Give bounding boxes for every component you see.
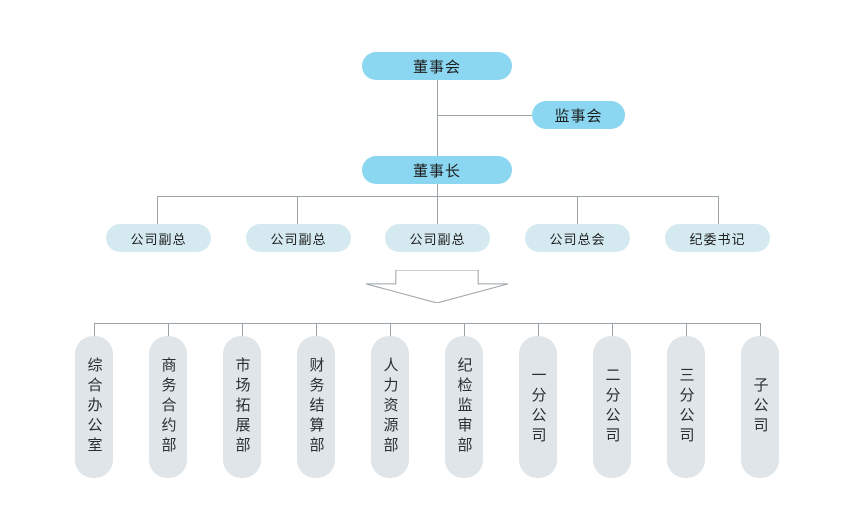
connector-dept-drop-10 xyxy=(760,323,761,336)
node-label: 公司副总 xyxy=(130,232,187,248)
dept-box[interactable]: 综合办公室 xyxy=(75,336,113,478)
connector-dept-drop-5 xyxy=(390,323,391,336)
connector-board-to-chairman-stem xyxy=(437,80,438,156)
primary-node[interactable]: 董事会 xyxy=(362,52,512,80)
dept-box-label: 二分公司 xyxy=(603,367,622,447)
node-label: 公司副总 xyxy=(270,232,327,248)
exec-node[interactable]: 纪委书记 xyxy=(665,224,770,252)
dept-box-label: 子公司 xyxy=(751,377,770,437)
dept-box-label: 市场拓展部 xyxy=(233,357,252,457)
connector-dept-drop-9 xyxy=(686,323,687,336)
dept-box[interactable]: 一分公司 xyxy=(519,336,557,478)
exec-node[interactable]: 公司副总 xyxy=(246,224,351,252)
primary-node[interactable]: 监事会 xyxy=(532,101,625,129)
dept-box[interactable]: 纪检监审部 xyxy=(445,336,483,478)
connector-exec-drop-4 xyxy=(577,196,578,224)
dept-box[interactable]: 财务结算部 xyxy=(297,336,335,478)
node-label: 公司副总 xyxy=(409,232,466,248)
connector-dept-bus xyxy=(94,323,760,324)
connector-dept-drop-2 xyxy=(168,323,169,336)
dept-box-label: 三分公司 xyxy=(677,367,696,447)
connector-chairman-down-stem xyxy=(437,184,438,196)
dept-box[interactable]: 市场拓展部 xyxy=(223,336,261,478)
exec-node[interactable]: 公司副总 xyxy=(106,224,211,252)
dept-box-label: 商务合约部 xyxy=(159,357,178,457)
dept-box[interactable]: 人力资源部 xyxy=(371,336,409,478)
dept-box[interactable]: 二分公司 xyxy=(593,336,631,478)
connector-exec-drop-5 xyxy=(718,196,719,224)
dept-box[interactable]: 子公司 xyxy=(741,336,779,478)
dept-box-label: 财务结算部 xyxy=(307,357,326,457)
connector-dept-drop-8 xyxy=(612,323,613,336)
connector-exec-drop-2 xyxy=(297,196,298,224)
dept-box[interactable]: 商务合约部 xyxy=(149,336,187,478)
connector-dept-drop-7 xyxy=(538,323,539,336)
connector-board-to-supervisor-branch xyxy=(437,115,532,116)
dept-box[interactable]: 三分公司 xyxy=(667,336,705,478)
connector-dept-drop-4 xyxy=(316,323,317,336)
connector-exec-drop-3 xyxy=(437,196,438,224)
node-label: 公司总会 xyxy=(549,232,606,248)
dept-box-label: 综合办公室 xyxy=(85,357,104,457)
dept-box-label: 人力资源部 xyxy=(381,357,400,457)
connector-dept-drop-6 xyxy=(464,323,465,336)
connector-exec-drop-1 xyxy=(157,196,158,224)
node-label: 董事长 xyxy=(412,161,461,180)
node-label: 纪委书记 xyxy=(689,232,746,248)
dept-box-label: 纪检监审部 xyxy=(455,357,474,457)
dept-box-label: 一分公司 xyxy=(529,367,548,447)
primary-node[interactable]: 董事长 xyxy=(362,156,512,184)
connector-dept-drop-3 xyxy=(242,323,243,336)
downward-arrow-divider xyxy=(366,270,508,303)
node-label: 董事会 xyxy=(412,57,461,76)
exec-node[interactable]: 公司副总 xyxy=(385,224,490,252)
connector-dept-drop-1 xyxy=(94,323,95,336)
exec-node[interactable]: 公司总会 xyxy=(525,224,630,252)
node-label: 监事会 xyxy=(554,106,603,125)
